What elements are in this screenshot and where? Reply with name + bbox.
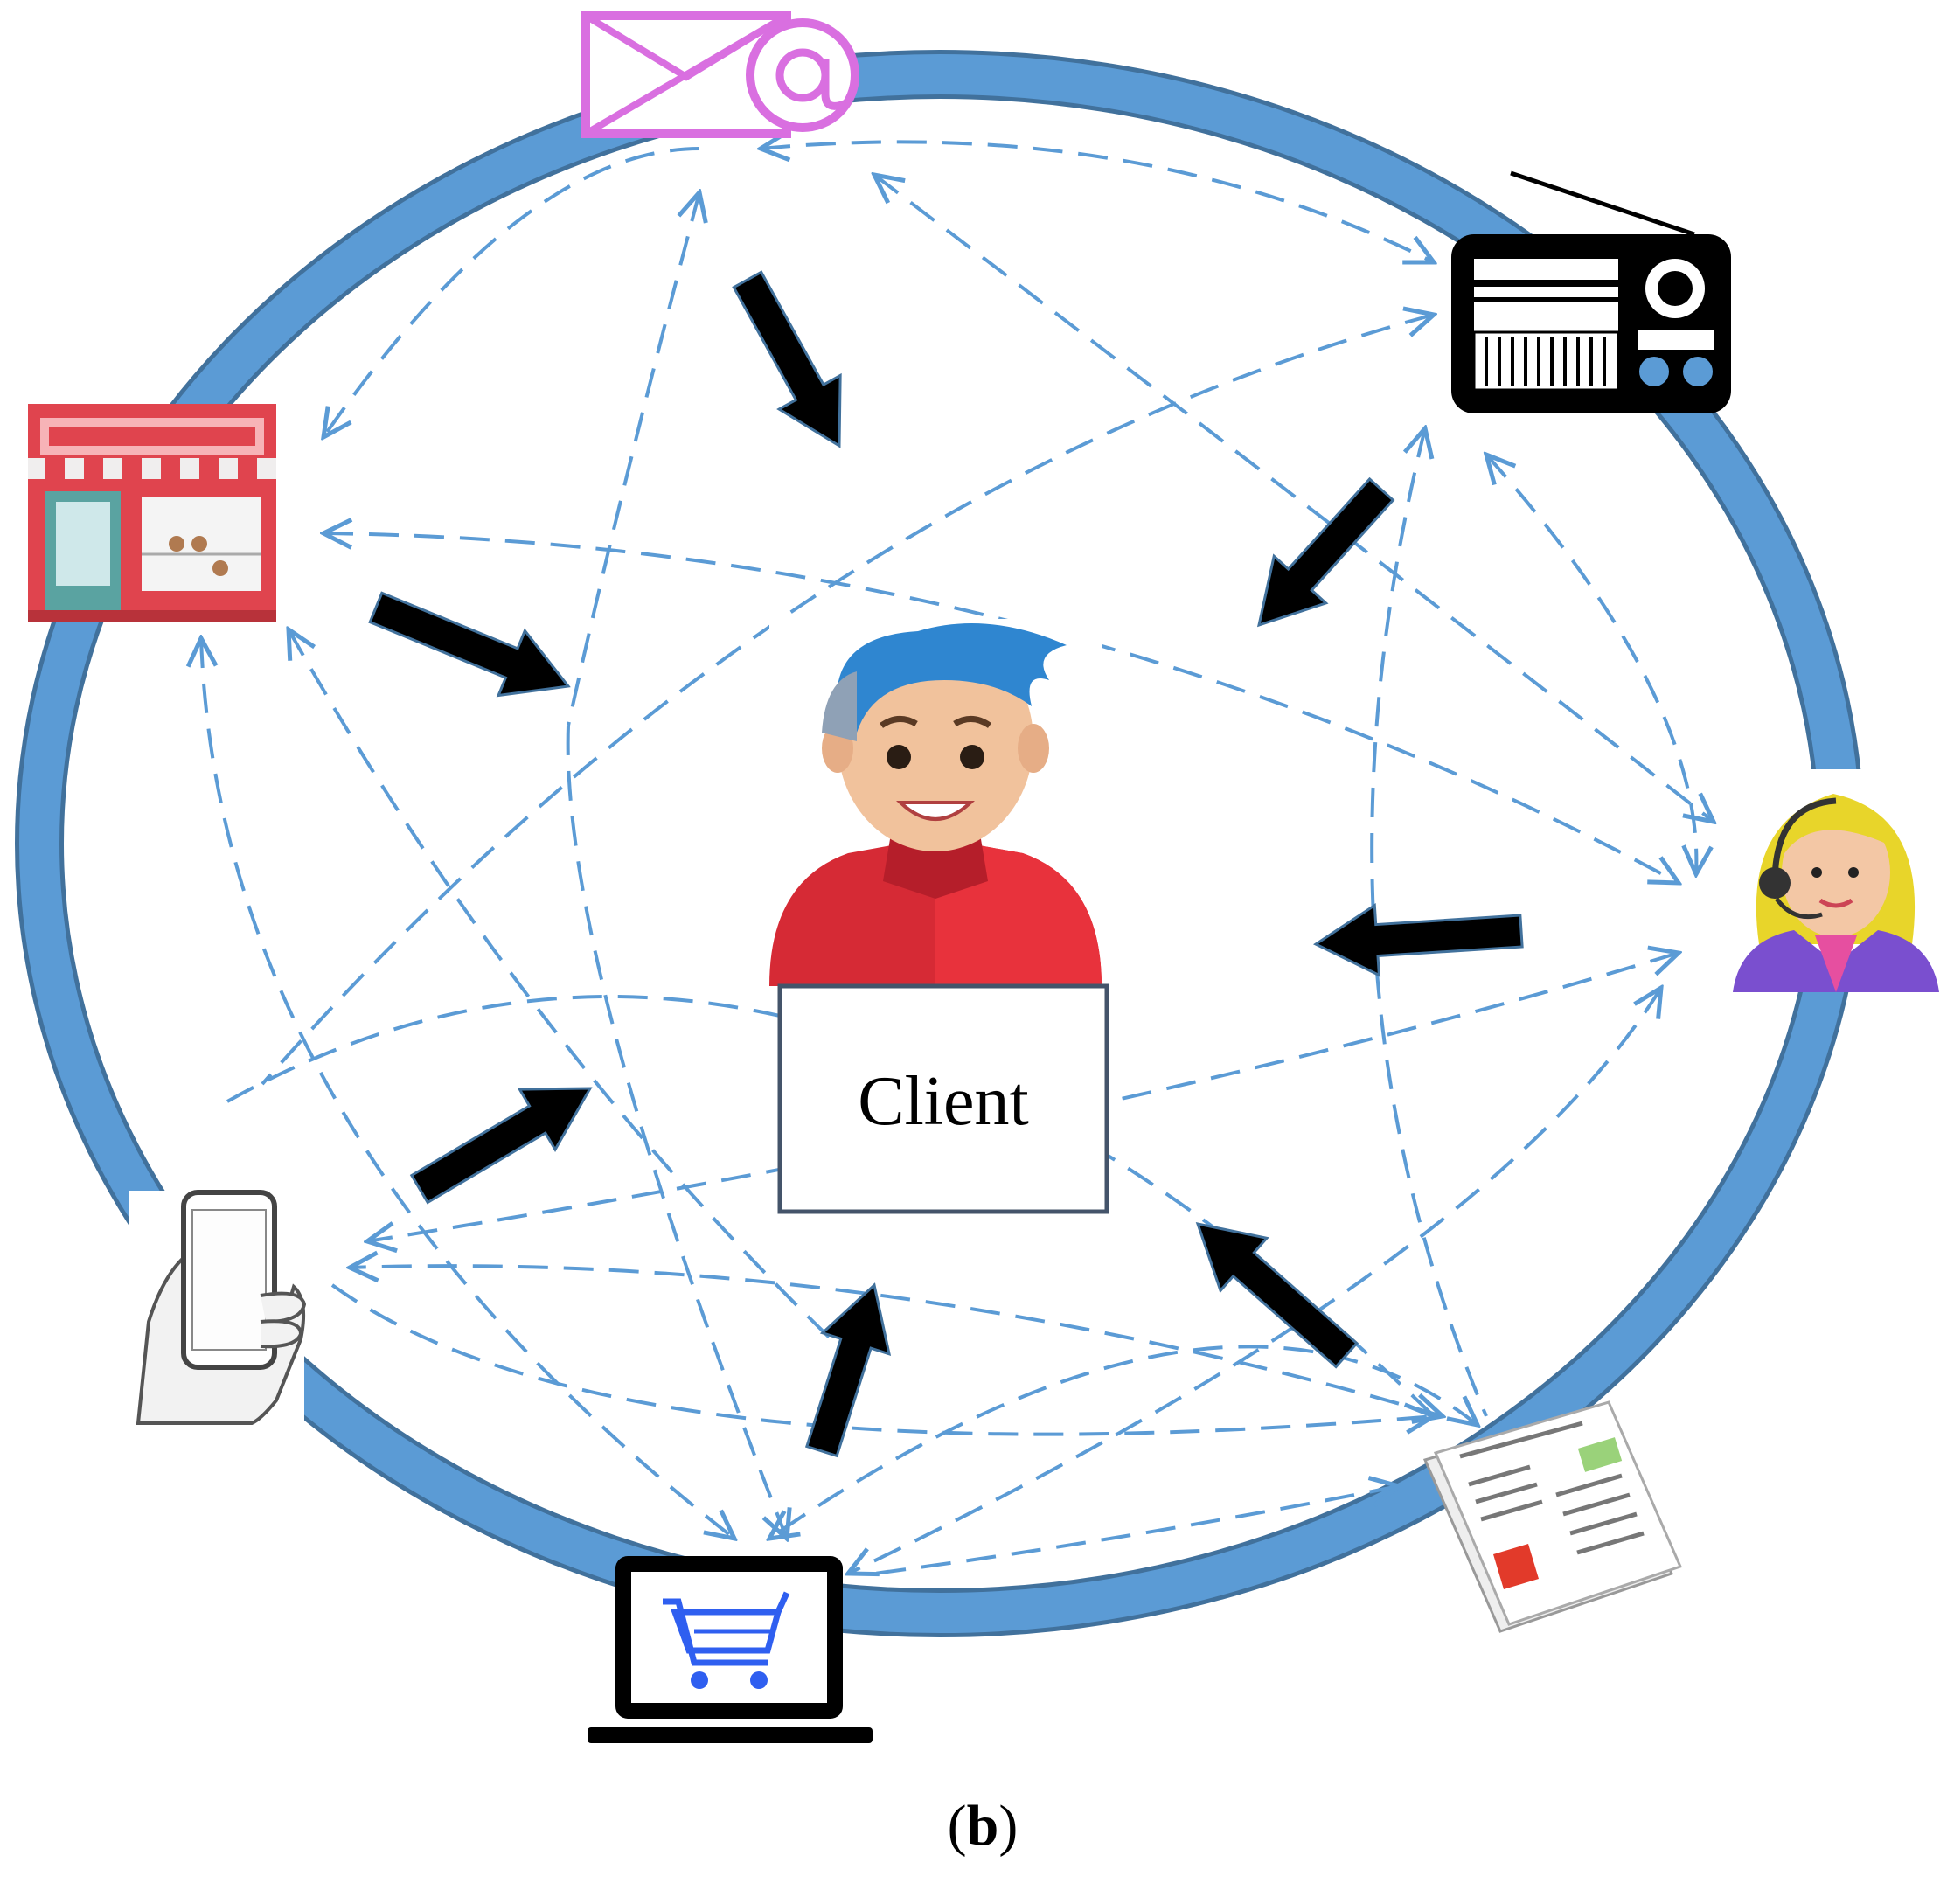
dashed-link xyxy=(350,1266,1443,1416)
influence-arrow xyxy=(732,270,842,448)
dashed-link xyxy=(567,192,699,726)
figure-caption: (b) xyxy=(948,1794,1019,1858)
radio-icon xyxy=(1451,170,1731,413)
newspaper-icon xyxy=(1422,1400,1683,1633)
storefront-icon xyxy=(28,404,276,622)
dashed-link xyxy=(323,147,700,437)
influence-arrow xyxy=(368,591,571,698)
dashed-link xyxy=(566,725,787,1539)
laptop-shopping-cart-icon xyxy=(588,1556,873,1743)
caption-letter: b xyxy=(967,1794,999,1858)
email-at-icon xyxy=(581,11,859,138)
influence-arrows xyxy=(368,270,1524,1458)
caption-open: ( xyxy=(948,1794,967,1858)
caption-close: ) xyxy=(998,1794,1018,1858)
influence-arrow xyxy=(804,1282,892,1458)
influence-arrow xyxy=(1195,1221,1359,1369)
smartphone-in-hand-icon xyxy=(129,1190,307,1425)
influence-arrow xyxy=(1312,902,1524,977)
dashed-link xyxy=(873,1486,1399,1575)
client-box xyxy=(777,983,1109,1214)
call-center-operator-icon xyxy=(1724,769,1943,992)
influence-arrow xyxy=(409,1087,593,1205)
dashed-link xyxy=(201,638,734,1539)
dashed-link xyxy=(1486,455,1696,874)
dashed-link xyxy=(330,1283,1434,1436)
influence-arrow xyxy=(1256,476,1395,628)
client-person-icon xyxy=(769,619,1102,986)
dashed-link xyxy=(874,175,1714,822)
client-label: Client xyxy=(858,1063,1029,1140)
